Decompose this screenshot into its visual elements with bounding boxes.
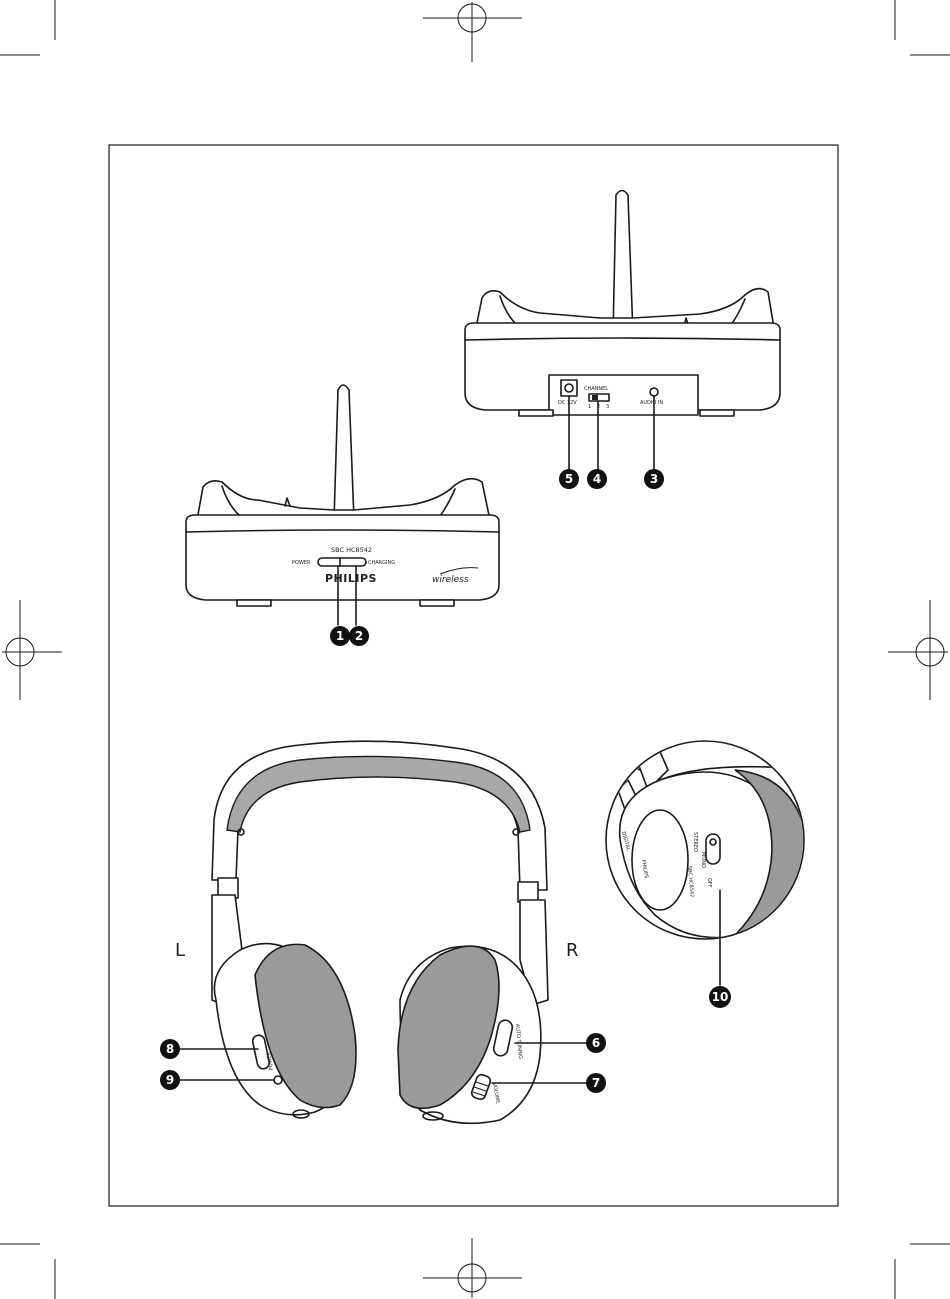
detail-mono-label: MONO — [700, 852, 706, 868]
svg-text:8: 8 — [166, 1042, 174, 1056]
channel-number-1: 1 — [588, 404, 591, 410]
callout-1: 1 — [330, 626, 350, 646]
registration-mark-top — [423, 2, 522, 62]
power-label: POWER — [292, 560, 311, 566]
callout-3: 3 — [644, 469, 664, 489]
detail-off-label: OFF — [706, 878, 712, 888]
audio-in-label: AUDIO IN — [640, 400, 663, 406]
callout-10: 10 — [709, 986, 731, 1008]
detail-zoom-circle: STEREO MONO OFF PHILIPS SBC HC8542 DIGIT… — [606, 732, 810, 985]
callout-6: 6 — [586, 1033, 606, 1053]
channel-number-3: 3 — [606, 404, 609, 410]
callout-7: 7 — [586, 1073, 606, 1093]
svg-text:4: 4 — [593, 472, 601, 486]
svg-text:5: 5 — [565, 472, 573, 486]
svg-text:2: 2 — [355, 629, 363, 643]
svg-text:9: 9 — [166, 1073, 174, 1087]
callout-8: 8 — [160, 1039, 180, 1059]
callout-5: 5 — [559, 469, 579, 489]
svg-text:7: 7 — [592, 1076, 600, 1090]
headphones: POWER AUTO TUNING VOLUME L R — [175, 741, 586, 1123]
right-side-label: R — [566, 940, 579, 961]
philips-logo: PHILIPS — [325, 572, 377, 585]
callout-4: 4 — [587, 469, 607, 489]
svg-text:6: 6 — [592, 1036, 600, 1050]
channel-label: CHANNEL — [584, 386, 608, 392]
dc-jack-label: DC 12V — [558, 400, 577, 406]
callout-9: 9 — [160, 1070, 180, 1090]
wireless-logo: wireless — [432, 575, 469, 585]
base-station-front: SBC HC8542 POWER CHARGING PHILIPS wirele… — [186, 385, 499, 625]
base-model-label: SBC HC8542 — [331, 546, 372, 554]
callout-2: 2 — [349, 626, 369, 646]
detail-stereo-label: STEREO — [692, 832, 698, 852]
base-station-back: DC 12V CHANNEL 1 2 3 AUDIO IN — [465, 191, 780, 471]
charging-label: CHARGING — [368, 560, 395, 566]
registration-mark-left — [2, 600, 62, 700]
left-side-label: L — [175, 940, 185, 961]
svg-text:1: 1 — [336, 629, 344, 643]
svg-text:10: 10 — [712, 990, 729, 1004]
registration-mark-right — [888, 600, 948, 700]
svg-text:3: 3 — [650, 472, 658, 486]
registration-mark-bottom — [423, 1238, 522, 1298]
